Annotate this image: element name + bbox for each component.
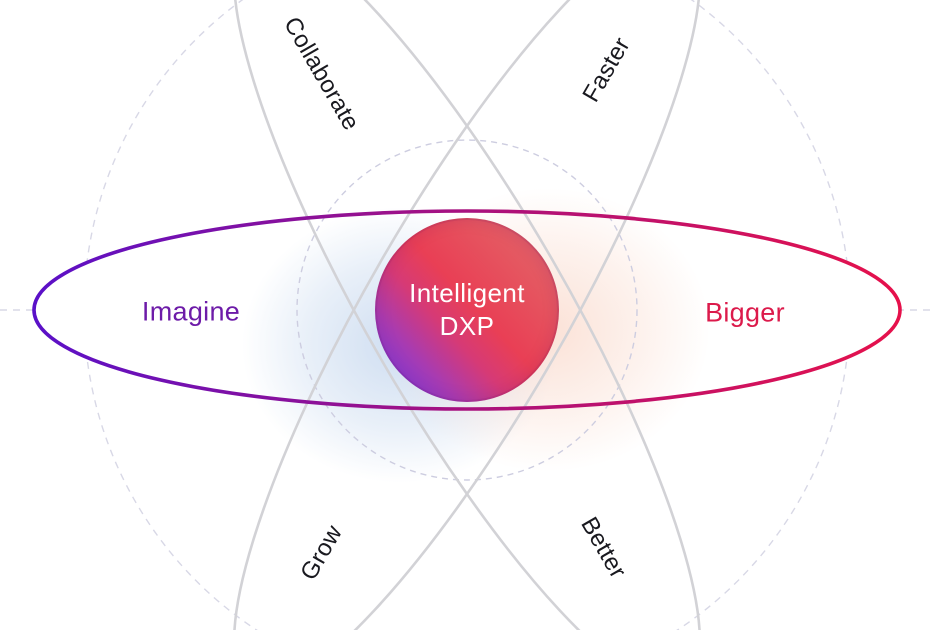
main-ellipse-ring — [32, 209, 902, 411]
label-imagine: Imagine — [141, 296, 241, 327]
center-circle: Intelligent DXP — [375, 218, 559, 402]
inner-dashed-circle — [296, 139, 638, 481]
gray-ellipse-grow-faster — [232, 0, 702, 630]
label-bigger: Bigger — [705, 297, 785, 328]
center-circle-label-line2: DXP — [439, 311, 495, 341]
center-circle-label-line1: Intelligent — [409, 278, 525, 308]
gray-ellipse-collaborate-better — [232, 0, 702, 630]
